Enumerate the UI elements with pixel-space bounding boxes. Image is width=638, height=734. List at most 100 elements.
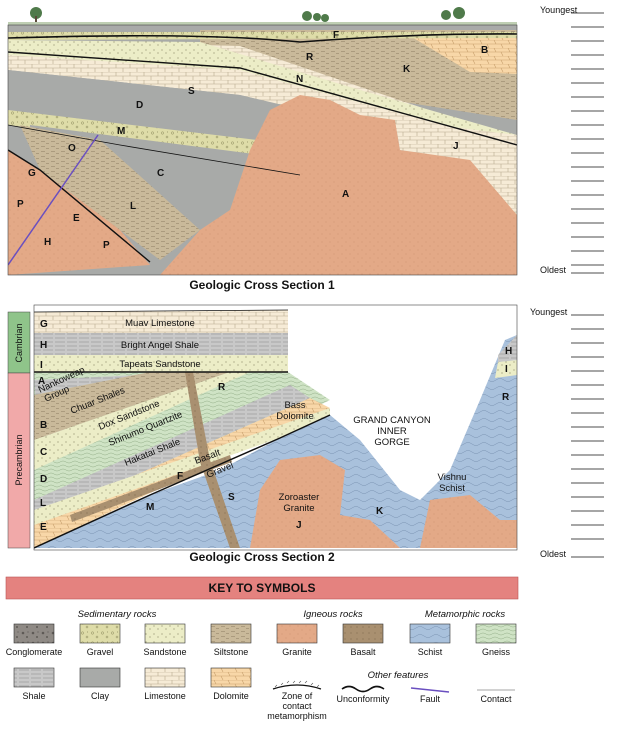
label-S: S (188, 86, 195, 97)
answer-lines-1: Youngest Oldest (540, 5, 604, 275)
label-I-right: I (505, 364, 508, 375)
unit-vishnu-schist (34, 335, 517, 548)
key-label-zone-3: metamorphism (267, 711, 327, 721)
label-P: P (103, 240, 110, 251)
key-label-zone-1: Zone of (282, 691, 313, 701)
label-K: K (403, 64, 411, 75)
zone-metamorphism-icon (272, 680, 322, 690)
key-title: KEY TO SYMBOLS (209, 581, 316, 595)
label-E: E (73, 213, 80, 224)
label-N: N (296, 74, 303, 85)
era-precambrian (7, 372, 31, 549)
label-R: R (306, 52, 314, 63)
swatch-gravel (79, 623, 121, 644)
swatch-conglomerate (13, 623, 55, 644)
label-A: A (38, 376, 45, 387)
label-C: C (157, 168, 164, 179)
label-O: O (68, 143, 76, 154)
tree-icon (30, 7, 465, 24)
era-cambrian-label: Cambrian (14, 323, 24, 362)
label-I: I (40, 360, 43, 371)
basalt-dike (185, 372, 240, 548)
label-H: H (44, 237, 51, 248)
unconformity-icon (341, 685, 385, 693)
label-H-right: H (505, 346, 512, 357)
label-P: P (17, 199, 24, 210)
zoroaster-label: Zoroaster (279, 492, 320, 503)
key-label-shale: Shale (22, 691, 45, 701)
label-R: R (218, 382, 226, 393)
swatch-dolomite (210, 667, 252, 688)
key-label-fault: Fault (420, 694, 441, 704)
gorge-label-2: INNER (377, 426, 407, 437)
swatch-granite (276, 623, 318, 644)
sedimentary-heading: Sedimentary rocks (78, 609, 157, 620)
label-S: S (228, 492, 235, 503)
swatch-shale (13, 667, 55, 688)
key-label-sandstone: Sandstone (143, 647, 186, 657)
era-precambrian-label: Precambrian (14, 434, 24, 485)
label-D: D (136, 100, 143, 111)
key-label-basalt: Basalt (350, 647, 376, 657)
swatch-limestone (144, 667, 186, 688)
igneous-heading: Igneous rocks (303, 609, 362, 620)
unit-E (8, 150, 150, 275)
key-label-clay: Clay (91, 691, 110, 701)
label-J: J (453, 141, 459, 152)
label-E: E (40, 522, 47, 533)
label-R-right: R (502, 392, 510, 403)
label-A: A (342, 189, 349, 200)
label-H: H (40, 340, 47, 351)
key-label-granite: Granite (282, 647, 312, 657)
unit-zoroaster-granite (250, 455, 400, 548)
answer-lines-2: Youngest Oldest (530, 307, 604, 559)
gorge-label-1: GRAND CANYON (353, 415, 431, 426)
label-B: B (481, 45, 488, 56)
other-features-heading: Other features (368, 670, 429, 681)
fault-icon (410, 687, 450, 693)
unit-bright-angel (34, 333, 288, 355)
youngest-label-2: Youngest (530, 307, 568, 317)
bass-dolomite-label: Dolomite (276, 411, 314, 422)
label-J: J (296, 520, 302, 531)
key-label-zone-2: contact (282, 701, 312, 711)
label-K: K (376, 506, 384, 517)
label-M: M (117, 126, 125, 137)
swatch-schist (409, 623, 451, 644)
label-B: B (40, 420, 47, 431)
label-L: L (40, 498, 46, 509)
label-L: L (130, 201, 136, 212)
zoroaster-granite-label: Granite (283, 503, 314, 514)
section-1-title: Geologic Cross Section 1 (189, 278, 335, 292)
label-C: C (40, 447, 47, 458)
tapeats-sandstone-label: Tapeats Sandstone (119, 359, 200, 370)
label-G: G (28, 168, 36, 179)
oldest-label-2: Oldest (540, 549, 567, 559)
basalt-sill (70, 455, 232, 522)
cross-section-2: Cambrian Precambrian (7, 304, 518, 564)
label-F: F (177, 471, 183, 482)
key-label-schist: Schist (418, 647, 443, 657)
label-G: G (40, 319, 48, 330)
label-D: D (40, 474, 47, 485)
swatch-siltstone (210, 623, 252, 644)
unit-B (410, 36, 517, 74)
key-label-siltstone: Siltstone (214, 647, 249, 657)
unit-muav (34, 310, 288, 333)
unit-J (395, 120, 517, 215)
key-label-unconformity: Unconformity (336, 694, 390, 704)
unit-D (8, 70, 340, 150)
unit-tapeats (34, 355, 288, 372)
unit-shinumo (34, 372, 290, 500)
key-label-limestone: Limestone (144, 691, 186, 701)
key-label-contact: Contact (480, 694, 512, 704)
bass-label: Bass (284, 400, 305, 411)
bright-angel-shale-label: Bright Angel Shale (121, 340, 199, 351)
key-label-gravel: Gravel (87, 647, 114, 657)
swatch-sandstone (144, 623, 186, 644)
key-title-bar (5, 576, 519, 600)
key-label-dolomite: Dolomite (213, 691, 249, 701)
swatch-clay (79, 667, 121, 688)
vishnu-label: Vishnu (438, 472, 467, 483)
